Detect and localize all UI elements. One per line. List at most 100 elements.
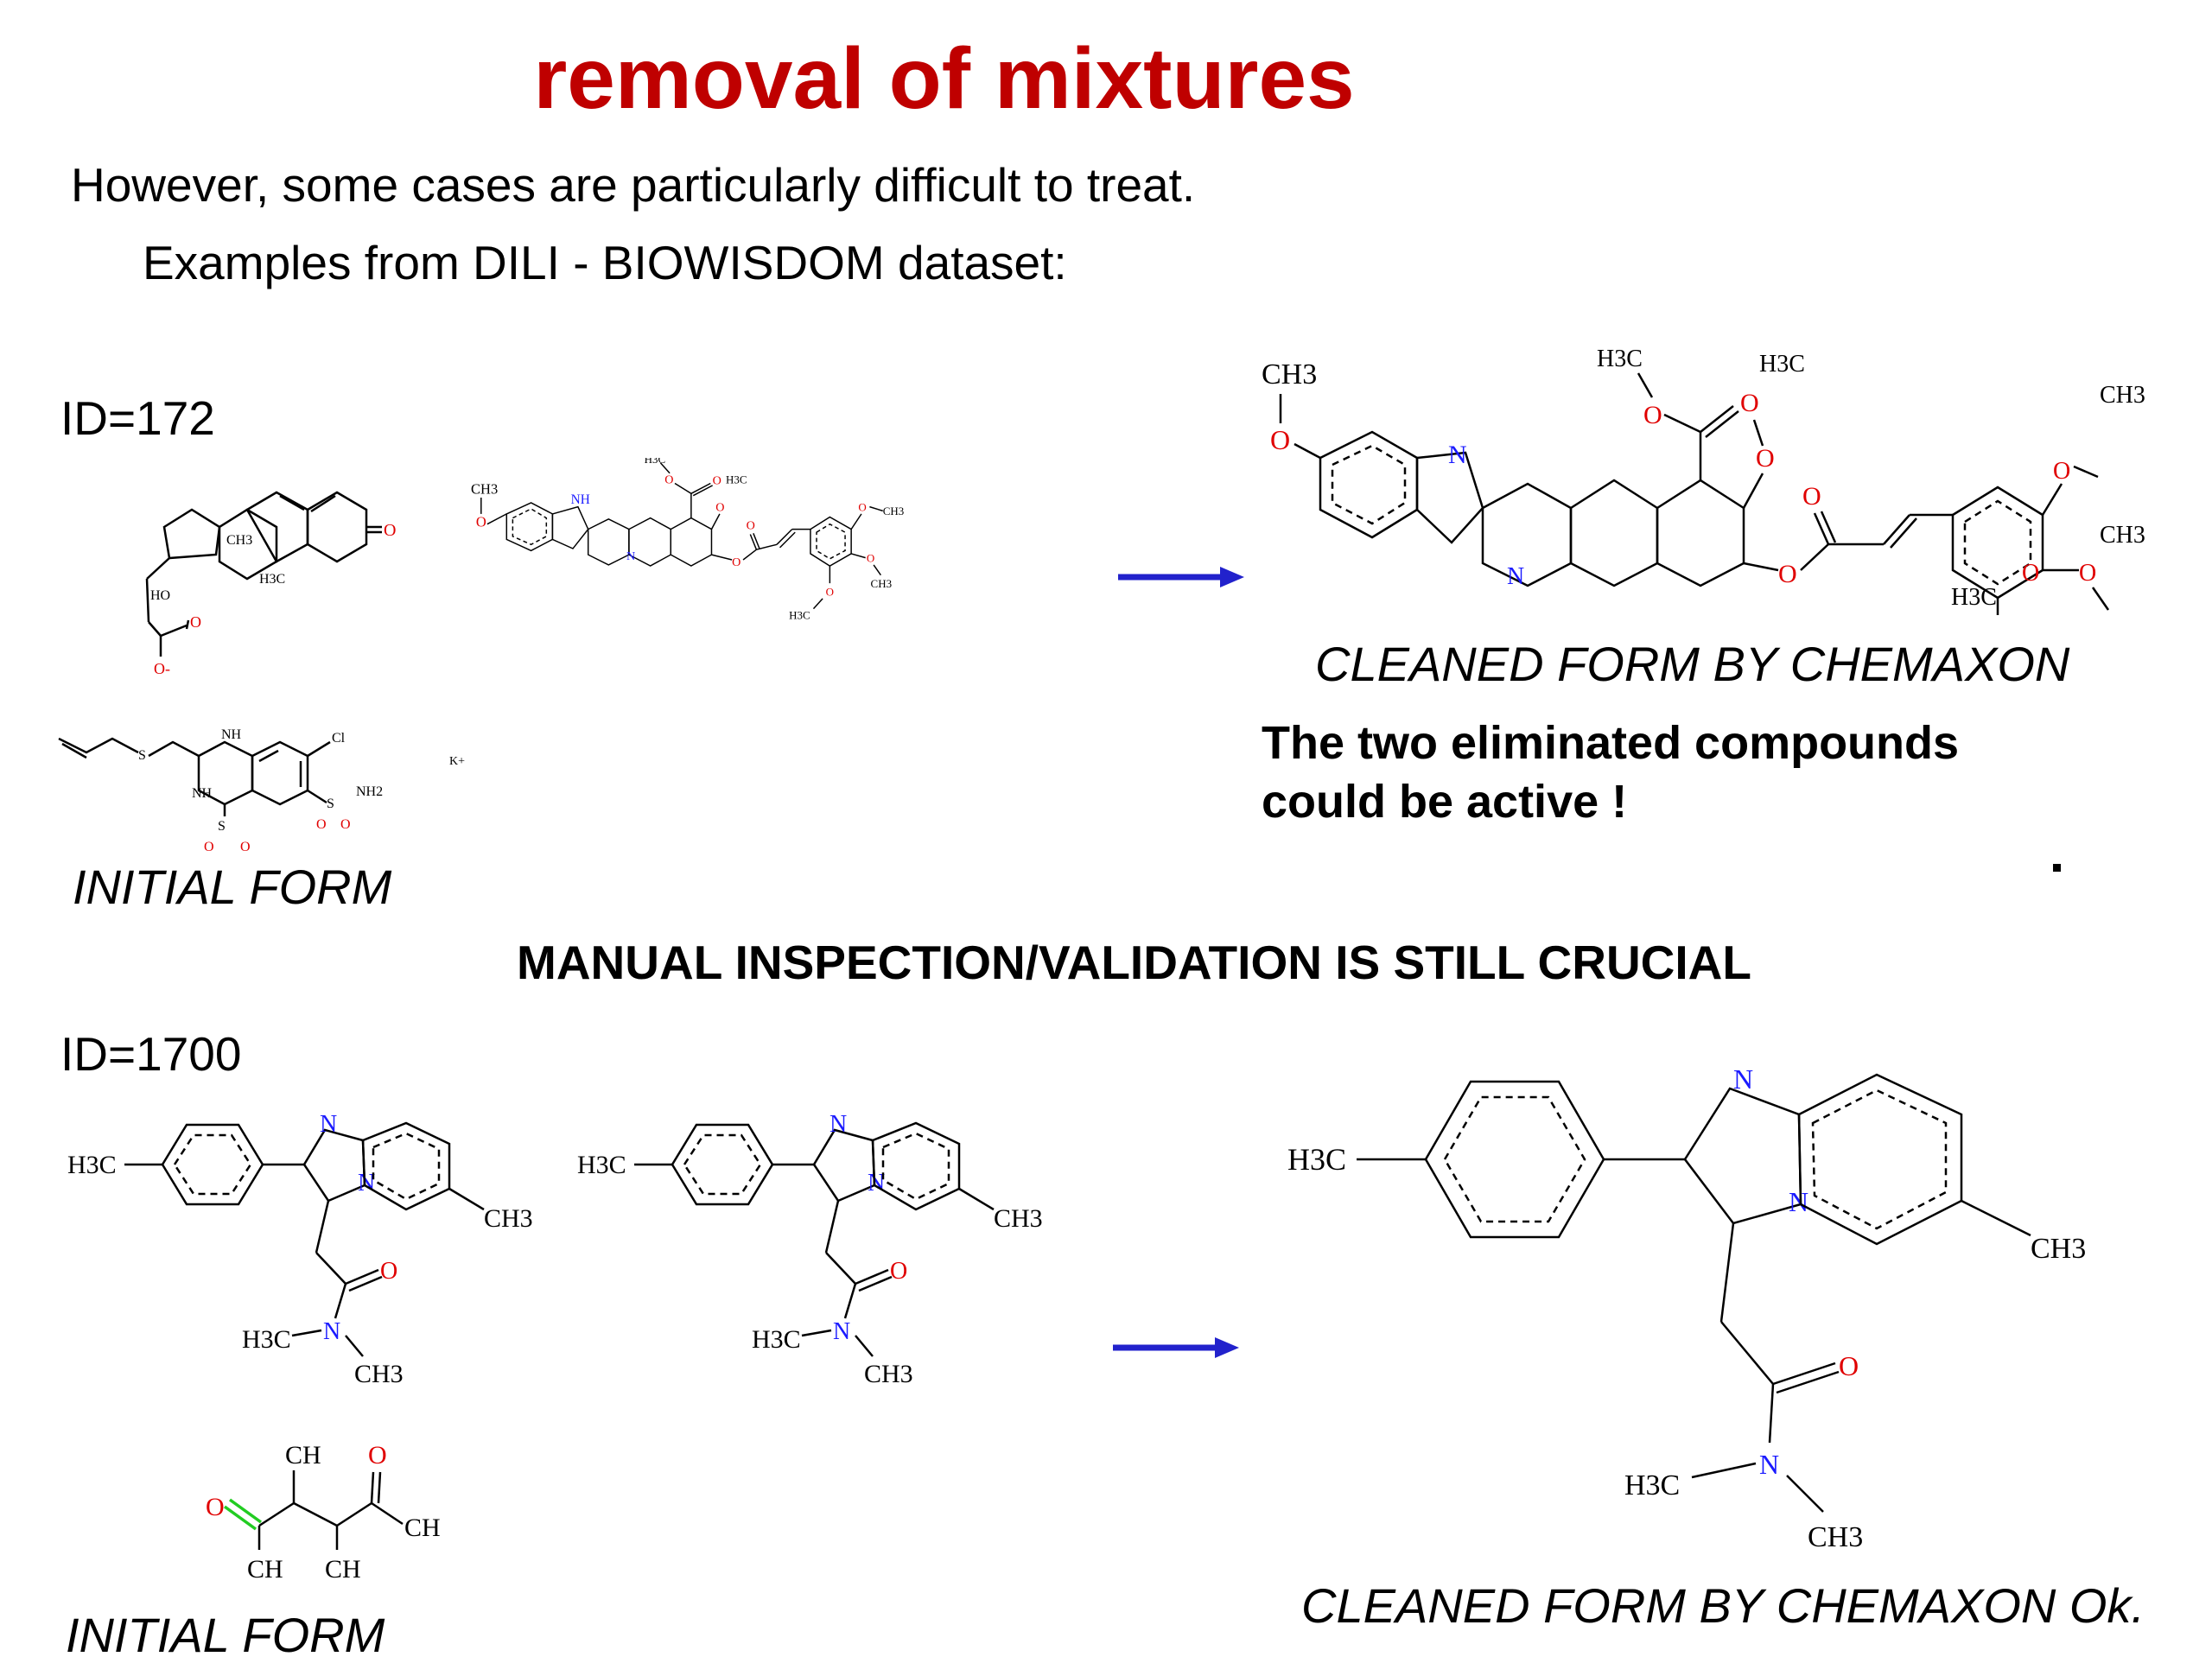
svg-text:O: O xyxy=(384,521,396,540)
svg-text:O: O xyxy=(1778,560,1797,588)
svg-text:O: O xyxy=(664,473,673,487)
svg-text:S: S xyxy=(138,748,146,763)
svg-text:O: O xyxy=(368,1441,387,1469)
svg-text:O: O xyxy=(747,519,755,533)
svg-text:N: N xyxy=(1789,1186,1808,1217)
thiazide-structure: S NH NH Cl S NH2 S O O O O K+ xyxy=(58,727,465,854)
svg-text:CH: CH xyxy=(325,1555,361,1584)
svg-text:O: O xyxy=(732,555,741,569)
svg-text:O: O xyxy=(2079,560,2096,587)
svg-text:O: O xyxy=(715,500,724,514)
svg-text:O: O xyxy=(867,551,874,564)
example2-cleaned-caption: CLEANED FORM BY CHEMAXON Ok. xyxy=(1301,1578,2145,1633)
svg-text:H3C: H3C xyxy=(1759,351,1805,378)
svg-text:CH3: CH3 xyxy=(871,577,893,590)
zolpidem-initial-structure-2: H3C N N CH3 O N H3C CH3 xyxy=(577,1111,1043,1388)
svg-text:N: N xyxy=(1759,1449,1779,1480)
svg-text:N: N xyxy=(626,549,635,563)
svg-text:H3C: H3C xyxy=(1287,1142,1346,1177)
svg-text:O: O xyxy=(1270,424,1290,455)
note-line2: could be active ! xyxy=(1262,776,1628,828)
svg-text:CH3: CH3 xyxy=(354,1360,404,1388)
svg-text:H3C: H3C xyxy=(259,572,285,587)
svg-text:CH3: CH3 xyxy=(1262,359,1317,390)
svg-text:CH3: CH3 xyxy=(226,533,252,548)
svg-text:CH: CH xyxy=(247,1555,283,1584)
svg-text:H3C: H3C xyxy=(752,1325,801,1354)
svg-text:H3C: H3C xyxy=(726,473,747,486)
steroid-structure: O CH3 H3C HO O O- xyxy=(145,491,396,677)
svg-text:O: O xyxy=(858,500,866,513)
svg-text:NH: NH xyxy=(571,492,590,507)
svg-text:O-: O- xyxy=(154,660,170,677)
example1-cleaned-caption: CLEANED FORM BY CHEMAXON xyxy=(1315,637,2070,691)
svg-text:NH: NH xyxy=(221,727,242,742)
svg-text:CH3: CH3 xyxy=(2100,522,2145,549)
svg-text:O: O xyxy=(240,840,251,854)
svg-text:O: O xyxy=(1643,401,1662,429)
svg-text:O: O xyxy=(190,613,201,631)
svg-text:CH3: CH3 xyxy=(864,1360,913,1388)
svg-text:O: O xyxy=(1802,482,1821,511)
svg-text:O: O xyxy=(1756,444,1775,473)
svg-text:NH: NH xyxy=(192,786,213,801)
svg-text:CH3: CH3 xyxy=(994,1204,1043,1233)
counter-ion-structure: CH O O CH CH CH xyxy=(206,1441,441,1584)
intro-text: However, some cases are particularly dif… xyxy=(71,158,1196,212)
svg-text:H3C: H3C xyxy=(242,1325,291,1354)
svg-text:CH: CH xyxy=(285,1441,321,1469)
svg-text:N: N xyxy=(833,1318,850,1345)
svg-text:Cl: Cl xyxy=(332,731,346,746)
example1-arrow-icon xyxy=(1118,567,1244,587)
svg-text:HO: HO xyxy=(150,588,170,603)
svg-text:O: O xyxy=(713,474,721,488)
svg-text:CH: CH xyxy=(404,1514,441,1542)
zolpidem-initial-structure-1: H3C N N CH3 O N H3C CH3 xyxy=(67,1111,533,1388)
svg-text:N: N xyxy=(1507,563,1524,590)
svg-text:CH3: CH3 xyxy=(2031,1233,2086,1265)
svg-text:N: N xyxy=(830,1111,847,1138)
svg-text:K+: K+ xyxy=(449,755,465,768)
svg-text:O: O xyxy=(316,817,327,832)
svg-text:H3C: H3C xyxy=(67,1151,117,1179)
svg-text:O: O xyxy=(2053,458,2070,485)
svg-text:H3C: H3C xyxy=(1624,1469,1680,1501)
example1-id-label: ID=172 xyxy=(60,391,215,445)
zolpidem-cleaned-structure: H3C N N CH3 O N H3C CH3 xyxy=(1287,1063,2086,1553)
svg-text:N: N xyxy=(320,1111,337,1138)
example2-arrow-icon xyxy=(1113,1337,1239,1358)
svg-text:NH2: NH2 xyxy=(356,784,383,799)
svg-text:O: O xyxy=(1740,389,1759,417)
svg-text:CH3: CH3 xyxy=(471,480,498,497)
oxygen-label: O xyxy=(2022,560,2040,587)
svg-text:S: S xyxy=(218,819,226,834)
svg-text:N: N xyxy=(1448,441,1467,469)
svg-text:O: O xyxy=(206,1493,225,1521)
svg-text:O: O xyxy=(204,840,214,854)
svg-text:O: O xyxy=(890,1258,907,1285)
svg-text:CH3: CH3 xyxy=(484,1204,533,1233)
svg-text:CH3: CH3 xyxy=(1808,1521,1863,1553)
svg-text:CH3: CH3 xyxy=(883,505,905,517)
svg-text:S: S xyxy=(327,797,334,811)
stray-dot xyxy=(2053,864,2061,872)
example2-id-label: ID=1700 xyxy=(60,1027,242,1081)
svg-text:O: O xyxy=(380,1258,397,1285)
svg-text:O: O xyxy=(826,585,834,598)
reserpine-initial-structure: CH3 O NH N O O H3C O H3C O xyxy=(471,458,905,621)
note-line1: The two eliminated compounds xyxy=(1262,717,1960,769)
svg-text:N: N xyxy=(323,1318,340,1345)
example1-initial-caption: INITIAL FORM xyxy=(73,860,392,914)
svg-text:H3C: H3C xyxy=(645,458,666,466)
svg-text:H3C: H3C xyxy=(789,608,810,621)
slide-title: removal of mixtures xyxy=(533,30,1355,127)
example2-initial-caption: INITIAL FORM xyxy=(66,1608,385,1662)
svg-text:H3C: H3C xyxy=(1597,346,1643,372)
svg-text:H3C: H3C xyxy=(577,1151,626,1179)
svg-text:O: O xyxy=(476,514,486,530)
intro-subtext: Examples from DILI - BIOWISDOM dataset: xyxy=(143,236,1067,289)
example1-note: The two eliminated compounds could be ac… xyxy=(1262,714,2126,831)
svg-text:N: N xyxy=(1733,1063,1753,1095)
svg-text:CH3: CH3 xyxy=(2100,382,2145,409)
svg-text:O: O xyxy=(340,817,351,832)
